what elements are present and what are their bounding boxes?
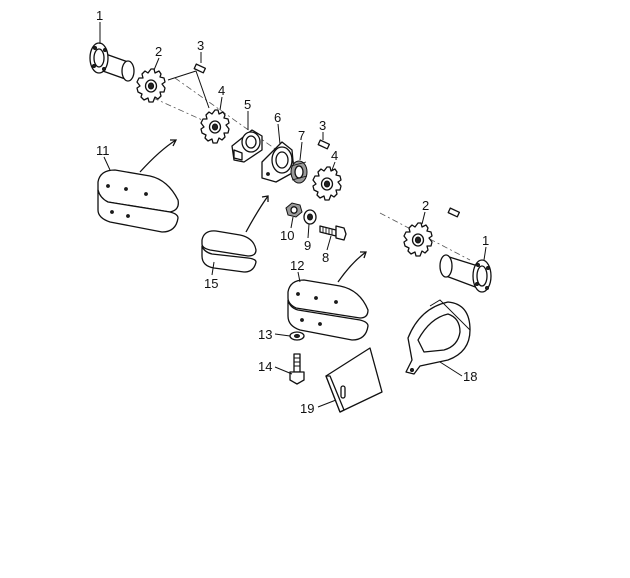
callout-19: 19 xyxy=(300,401,314,416)
mounting-bracket-icon xyxy=(325,347,383,413)
callout-8: 8 xyxy=(322,250,329,265)
callout-4-upper: 4 xyxy=(218,83,225,98)
callout-13: 13 xyxy=(258,327,272,342)
callout-11: 11 xyxy=(96,143,110,158)
callout-2-upper: 2 xyxy=(155,44,162,59)
washer-icon xyxy=(303,209,317,225)
callout-3-lower: 3 xyxy=(319,118,326,133)
key-icon xyxy=(317,139,331,150)
key-icon xyxy=(447,207,461,218)
nut-icon xyxy=(285,202,303,218)
callout-1-upper: 1 xyxy=(96,8,103,23)
arrow-icon xyxy=(337,251,367,283)
chain-shoe-icon xyxy=(201,230,257,273)
bolt-icon xyxy=(319,225,347,241)
callout-9: 9 xyxy=(304,238,311,253)
collar-icon xyxy=(231,129,263,163)
callout-2-lower: 2 xyxy=(422,198,429,213)
callout-15: 15 xyxy=(204,276,218,291)
callout-4-lower: 4 xyxy=(331,148,338,163)
chain-shoe-icon xyxy=(287,279,369,341)
key-icon xyxy=(193,63,207,74)
callout-3-upper: 3 xyxy=(197,38,204,53)
chain-shoe-icon xyxy=(97,169,179,233)
sprocket-icon xyxy=(200,109,230,144)
callout-1-lower: 1 xyxy=(482,233,489,248)
callout-14: 14 xyxy=(258,359,272,374)
washer-icon xyxy=(289,331,305,341)
sprocket-icon xyxy=(312,166,342,201)
callout-5: 5 xyxy=(244,97,251,112)
callout-12: 12 xyxy=(290,258,304,273)
callout-6: 6 xyxy=(274,110,281,125)
arrow-icon xyxy=(139,139,177,173)
bearing-housing-icon xyxy=(89,42,135,82)
arrow-icon xyxy=(245,195,269,233)
callout-10: 10 xyxy=(280,228,294,243)
flange-plate-icon xyxy=(261,141,295,183)
callout-labels: 1 2 3 4 5 6 7 3 4 10 9 8 11 15 2 1 12 13… xyxy=(96,8,489,416)
callout-7: 7 xyxy=(298,128,305,143)
callout-18: 18 xyxy=(463,369,477,384)
sprocket-icon xyxy=(136,68,166,103)
bolt-icon xyxy=(289,353,305,385)
chain-guard-icon xyxy=(405,299,471,375)
bearing-icon xyxy=(290,160,308,184)
bearing-housing-icon xyxy=(439,254,492,293)
